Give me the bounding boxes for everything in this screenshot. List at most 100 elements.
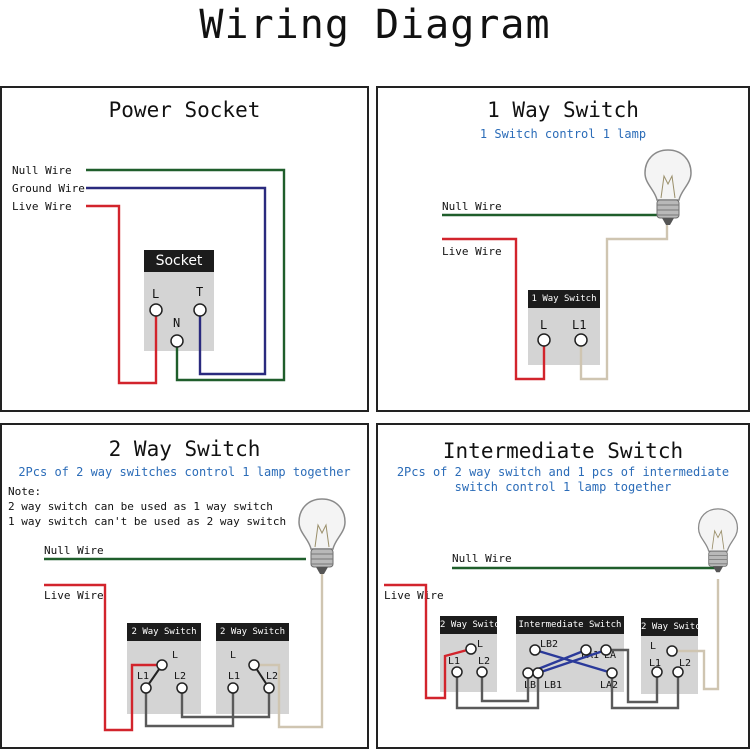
- inter-la2-label: LA2: [600, 680, 619, 691]
- inter-b-l1-label: L1: [649, 658, 662, 669]
- panel-two-way-switch: 2 Way Switch 2Pcs of 2 way switches cont…: [0, 423, 369, 749]
- switch-b-l2-label: L2: [266, 671, 279, 682]
- two-way-wiring: [44, 557, 324, 732]
- socket-terminal-l-label: L: [152, 287, 160, 301]
- ground-wire: [86, 186, 267, 376]
- screw-l: [537, 333, 551, 347]
- two-way-switch-b-label: 2 Way Switch: [216, 623, 289, 641]
- inter-two-way-switch-a-label: 2 Way Switch: [440, 616, 505, 634]
- inter-screw-lb2: [529, 644, 541, 656]
- switch-b-l1-label: L1: [228, 671, 241, 682]
- inter-screw-la: [600, 644, 612, 656]
- socket-screw-l: [149, 303, 163, 317]
- panel-subtitle: 1 Switch control 1 lamp: [479, 127, 647, 141]
- two-way-switch-a-box: 2 Way Switch: [127, 623, 201, 714]
- socket-label: Socket: [144, 250, 214, 272]
- lamp-wire: [672, 579, 720, 691]
- panel-title: 2 Way Switch: [108, 437, 261, 461]
- traveler-l2: [180, 688, 271, 719]
- switch-a-l1-label: L1: [137, 671, 150, 682]
- traveler-la: [606, 648, 659, 704]
- switch-a-l-label: L: [172, 650, 179, 661]
- ground-wire-label: Ground Wire: [12, 182, 85, 195]
- live-wire: [442, 237, 546, 381]
- panel-title: Intermediate Switch: [442, 439, 684, 463]
- two-way-switch-a-label: 2 Way Switch: [127, 623, 201, 641]
- switch-a-screw-l1: [140, 682, 152, 694]
- traveler-l1: [144, 688, 235, 728]
- light-bulb-icon: [644, 149, 692, 225]
- terminal-l-label: L: [540, 318, 548, 332]
- power-socket-wiring: [86, 168, 286, 385]
- one-way-switch-box: 1 Way Switch: [528, 290, 600, 365]
- inter-b-screw-l1: [651, 666, 663, 678]
- panel-intermediate-switch: Intermediate Switch 2Pcs of 2 way switch…: [376, 423, 750, 749]
- switch-b-screw-l1: [227, 682, 239, 694]
- one-way-wiring: [442, 213, 669, 381]
- inter-screw-la2: [606, 667, 618, 679]
- inter-b-screw-l: [666, 645, 678, 657]
- inter-lb1-label: LB1: [544, 680, 563, 691]
- traveler-a-l1: [455, 672, 540, 710]
- inter-b-l2-label: L2: [679, 658, 692, 669]
- panel-one-way-switch: 1 Way Switch 1 Switch control 1 lamp Nul…: [376, 86, 750, 412]
- panel-subtitle-line-2: switch control 1 lamp together: [454, 480, 672, 494]
- traveler-a-l2: [480, 672, 530, 703]
- socket-screw-n: [170, 334, 184, 348]
- inter-a-screw-l2: [476, 666, 488, 678]
- null-wire-label: Null Wire: [452, 552, 512, 565]
- screw-l1: [574, 333, 588, 347]
- note-line-2: 1 way switch can't be used as 2 way swit…: [8, 515, 287, 528]
- inter-two-way-switch-b-label: 2 Way Switch: [641, 618, 706, 636]
- live-wire-label: Live Wire: [44, 589, 104, 602]
- panel-title: Power Socket: [108, 98, 261, 122]
- live-wire: [86, 204, 158, 385]
- lamp-wire: [254, 571, 324, 729]
- inter-la-label: LA: [604, 650, 617, 661]
- inter-a-screw-l1: [451, 666, 463, 678]
- note-title: Note:: [8, 485, 42, 498]
- inter-b-l-label: L: [650, 641, 657, 652]
- inter-a-l-label: L: [477, 639, 484, 650]
- null-wire-label: Null Wire: [44, 544, 104, 557]
- live-wire-label: Live Wire: [384, 589, 444, 602]
- inter-a-screw-l: [465, 643, 477, 655]
- page-title: Wiring Diagram: [199, 2, 551, 48]
- socket-screw-t: [193, 303, 207, 317]
- light-bulb-icon: [697, 508, 739, 573]
- inter-lb-label: LB: [524, 680, 537, 691]
- live-wire-label: Live Wire: [442, 245, 502, 258]
- switch-a-l2-label: L2: [174, 671, 187, 682]
- lamp-wire: [579, 225, 669, 381]
- switch-a-screw-l: [156, 659, 168, 671]
- inter-lb2-label: LB2: [540, 639, 559, 650]
- panel-subtitle-line-1: 2Pcs of 2 way switch and 1 pcs of interm…: [396, 465, 730, 479]
- inter-b-screw-l2: [672, 666, 684, 678]
- inter-screw-lb1: [532, 667, 544, 679]
- note-line-1: 2 way switch can be used as 1 way switch: [8, 500, 273, 513]
- traveler-la2: [610, 672, 680, 710]
- null-wire-label: Null Wire: [12, 164, 72, 177]
- socket-terminal-t-label: T: [196, 285, 204, 299]
- live-wire: [384, 583, 472, 700]
- inter-a-l1-label: L1: [448, 656, 461, 667]
- one-way-switch-label: 1 Way Switch: [528, 290, 600, 308]
- inter-screw-lb: [522, 667, 534, 679]
- inter-two-way-switch-b-box: 2 Way Switch: [641, 618, 706, 694]
- panel-title: 1 Way Switch: [487, 98, 639, 122]
- inter-a-l2-label: L2: [478, 656, 491, 667]
- terminal-l1-label: L1: [572, 318, 587, 332]
- null-wire: [86, 168, 286, 382]
- live-wire: [44, 583, 162, 732]
- inter-screw-la1: [580, 644, 592, 656]
- live-wire-label: Live Wire: [12, 200, 72, 213]
- null-wire-label: Null Wire: [442, 200, 502, 213]
- inter-cross-2: [534, 648, 613, 675]
- light-bulb-icon: [298, 498, 346, 574]
- switch-a-screw-l2: [176, 682, 188, 694]
- socket-terminal-n-label: N: [173, 316, 181, 330]
- intermediate-wiring: [384, 566, 720, 710]
- panel-subtitle: 2Pcs of 2 way switches control 1 lamp to…: [18, 465, 351, 479]
- panel-power-socket: Power Socket Null Wire Ground Wire Live …: [0, 86, 369, 412]
- switch-b-l-label: L: [230, 650, 237, 661]
